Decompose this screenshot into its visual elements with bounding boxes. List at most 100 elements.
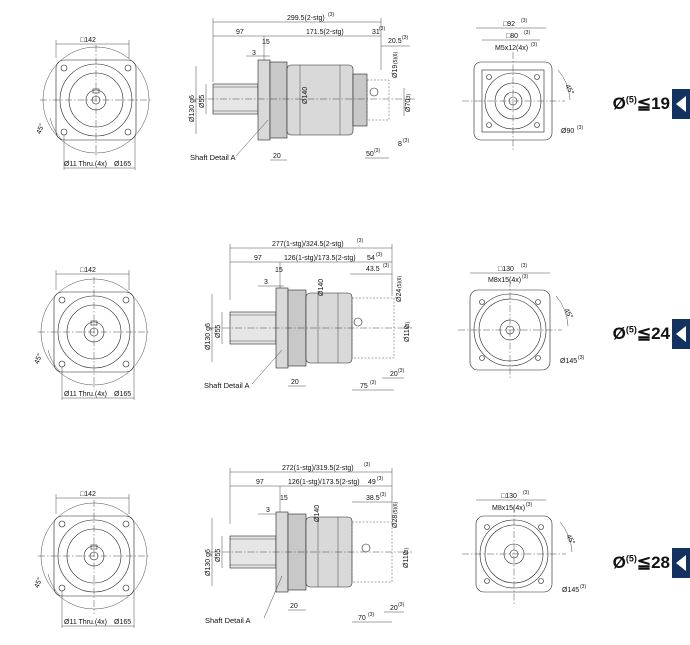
svg-text:(3): (3) (404, 548, 410, 554)
svg-text:(3): (3) (328, 12, 334, 18)
shaft-detail-label: Shaft Detail A (204, 381, 249, 390)
rear-view-1: □92 (3) □80 (3) M5x12(4x) (3) 45° Ø90 (3… (462, 18, 583, 150)
side-dim-20-5: 20.5 (388, 38, 402, 45)
row-2-drawings: □142 45° Ø11 Thru.(4x) Ø165 277(1-s (33, 238, 584, 400)
side-dim-15: 15 (280, 495, 288, 502)
ratio-flag-arrow-icon[interactable] (672, 89, 690, 119)
ratio-label-3: Ø(5)≦28 (613, 548, 690, 578)
side-dim-50: 50 (366, 151, 374, 158)
svg-text:(5)(6): (5)(6) (393, 501, 399, 514)
mount-holes-2 (58, 296, 130, 368)
svg-text:(5)(6): (5)(6) (393, 51, 399, 64)
side-dia-70: Ø70 (405, 99, 412, 112)
svg-text:(3): (3) (383, 263, 389, 269)
svg-text:(3): (3) (402, 35, 408, 41)
side-dim-3: 3 (252, 50, 256, 57)
side-dim-20b: 20 (390, 605, 398, 612)
side-dim-97: 97 (256, 479, 264, 486)
side-dim-15: 15 (275, 267, 283, 274)
side-dim-97: 97 (236, 29, 244, 36)
front-holes-label: Ø11 Thru.(4x) (64, 391, 107, 398)
rear-pcd: Ø90 (561, 128, 574, 135)
svg-text:(3): (3) (524, 30, 530, 36)
side-dia-19: Ø19 (392, 65, 399, 78)
rear-angle: 45° (564, 533, 576, 546)
rear-pcd: Ø145 (562, 587, 579, 594)
rear-pcd: Ø145 (560, 358, 577, 365)
side-dia-24: Ø24 (396, 289, 403, 302)
side-dia-130: Ø130 g6 (205, 549, 212, 576)
side-overall-dim: 277(1-stg)/324.5(2-stg) (272, 241, 344, 248)
side-dia-130: Ø130 g6 (205, 323, 212, 350)
side-dim-31: 31 (372, 29, 380, 36)
side-dim-75: 75 (360, 383, 368, 390)
ratio-flag-arrow-icon[interactable] (672, 319, 690, 349)
ratio-label-2: Ø(5)≦24 (613, 319, 690, 349)
side-overall-dim: 299.5(2-stg) (287, 15, 325, 22)
svg-text:(3): (3) (521, 18, 527, 24)
rear-angle: 45° (563, 83, 575, 96)
side-view-3: 272(1-stg)/319.5(2-stg) (3) 97 126(1-stg… (205, 462, 412, 625)
side-dim-20: 20 (273, 153, 281, 160)
side-dia-130: Ø130 g6 (189, 95, 196, 122)
svg-text:(3): (3) (578, 355, 584, 361)
side-dim-70: 70 (358, 615, 366, 622)
rear-thread: M8x15(4x) (492, 505, 525, 512)
front-square-label: □142 (80, 37, 96, 44)
side-view-2: 277(1-stg)/324.5(2-stg) (3) 97 126(1-stg… (204, 238, 412, 391)
rear-angle: 45° (562, 307, 574, 320)
side-dim-3: 3 (264, 279, 268, 286)
svg-text:(3): (3) (398, 602, 404, 608)
svg-text:(3): (3) (374, 148, 380, 154)
ratio-flag-arrow-icon[interactable] (672, 548, 690, 578)
svg-text:(3): (3) (405, 322, 411, 328)
svg-text:(3): (3) (357, 238, 363, 244)
svg-text:(3): (3) (377, 476, 383, 482)
side-view-1: 299.5(2-stg) (3) 97 171.5(2-stg) 31 (3) … (189, 12, 415, 162)
ratio-text-2: Ø(5)≦24 (612, 324, 670, 343)
svg-text:(3): (3) (526, 502, 532, 508)
svg-text:(3): (3) (376, 252, 382, 258)
front-square-label: □142 (80, 267, 96, 274)
front-square-label: □142 (80, 491, 96, 498)
side-dim-8: 8 (398, 141, 402, 148)
front-bolt-circle-label: Ø165 (114, 619, 131, 626)
front-holes-label: Ø11 Thru.(4x) (64, 161, 107, 168)
rear-thread: M5x12(4x) (495, 45, 528, 52)
svg-text:(3): (3) (522, 274, 528, 280)
front-bolt-circle-label: Ø165 (114, 161, 131, 168)
svg-text:(3): (3) (364, 462, 370, 468)
side-dim-43: 43.5 (366, 266, 380, 273)
front-angle-label: 45° (35, 122, 46, 135)
shaft-detail-label: Shaft Detail A (205, 616, 250, 625)
front-angle-label: 45° (33, 352, 44, 365)
rear-sq: □130 (498, 266, 514, 273)
rear-sq80: □80 (506, 33, 518, 40)
svg-text:(3): (3) (521, 263, 527, 269)
rear-sq92: □92 (503, 21, 515, 28)
side-dim-mid: 126(1-stg)/173.5(2-stg) (284, 255, 356, 262)
side-dim-97: 97 (254, 255, 262, 262)
svg-text:(3): (3) (403, 138, 409, 144)
side-dia-140: Ø140 (318, 279, 325, 296)
side-overall-dim: 272(1-stg)/319.5(2-stg) (282, 465, 354, 472)
rear-view-2: □130 (3) M8x15(4x) (3) 45° Ø145 (3) (458, 263, 584, 380)
svg-text:(3): (3) (580, 584, 586, 590)
svg-text:(3): (3) (368, 612, 374, 618)
front-view-3: □142 45° Ø11 Thru.(4x) Ø165 (33, 491, 150, 628)
side-dim-15: 15 (262, 39, 270, 46)
front-view-1: □142 45° Ø11 Thru.(4x) Ø165 (35, 37, 152, 170)
ratio-label-1: Ø(5)≦19 (613, 89, 690, 119)
side-dim-mid: 126(1-stg)/173.5(2-stg) (288, 479, 360, 486)
svg-text:(3): (3) (398, 368, 404, 374)
side-dia-28: Ø28 (392, 515, 399, 528)
side-dim-3: 3 (266, 507, 270, 514)
svg-text:(3): (3) (523, 490, 529, 496)
side-dia-110: Ø110 (404, 325, 411, 342)
side-dim-20: 20 (290, 603, 298, 610)
rear-thread: M8x15(4x) (488, 277, 521, 284)
front-bolt-circle-label: Ø165 (114, 391, 131, 398)
row-3-drawings: □142 45° Ø11 Thru.(4x) Ø165 272(1-s (33, 462, 586, 628)
row-1-drawings: □142 45° Ø11 Thru.(4x) Ø165 (35, 12, 583, 170)
